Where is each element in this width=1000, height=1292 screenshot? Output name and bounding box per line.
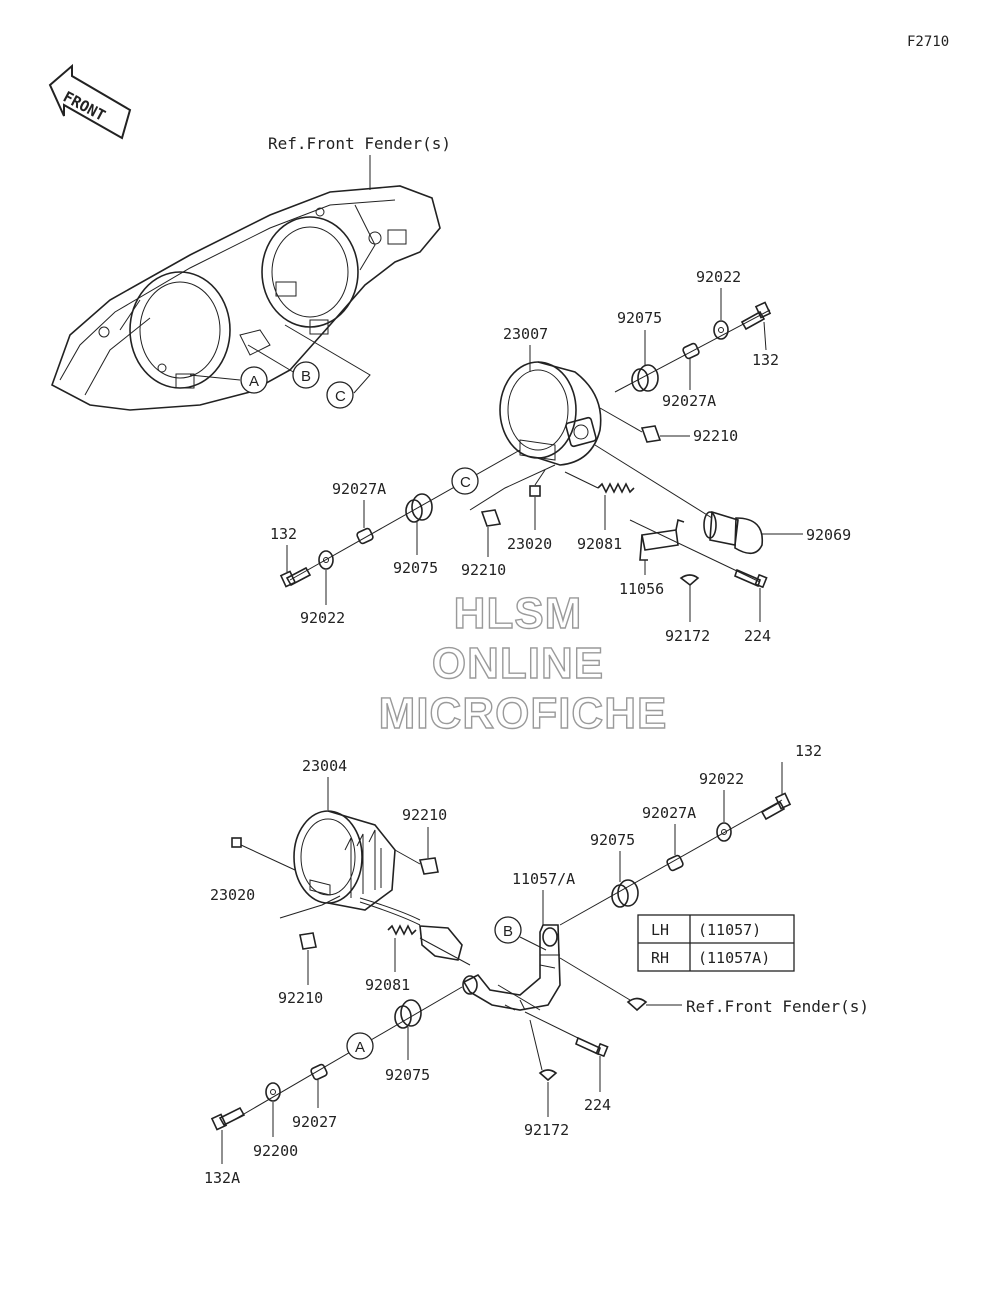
grommet-92075-lower-bottom xyxy=(394,999,422,1029)
svg-text:C: C xyxy=(335,388,346,405)
grommet-92075-lower-top xyxy=(611,879,639,908)
bolt-132-upper-right xyxy=(740,301,772,331)
label-92027A-upper-right: 92027A xyxy=(662,392,716,410)
watermark-line-1: HLSM xyxy=(454,589,583,638)
washer-92200-lower-bottom xyxy=(265,1082,281,1102)
svg-text:B: B xyxy=(503,923,513,940)
bolt-132-upper-left xyxy=(279,566,312,588)
nut-23020-lower xyxy=(231,837,242,848)
washer-92022-upper-left xyxy=(318,550,334,570)
svg-text:B: B xyxy=(301,368,311,385)
label-92022-lower-top: 92022 xyxy=(699,770,744,788)
svg-text:A: A xyxy=(249,373,259,390)
label-92210-lower-bottom: 92210 xyxy=(278,989,323,1007)
label-92172-upper: 92172 xyxy=(665,627,710,645)
headlight-unit-23007 xyxy=(499,361,602,466)
screw-224-lower xyxy=(575,1036,609,1058)
watermark: HLSM ONLINE MICROFICHE xyxy=(378,588,668,738)
nut-23020-upper xyxy=(529,485,541,497)
collar-92027-lower-bottom xyxy=(310,1063,328,1081)
bulb-92069 xyxy=(703,510,764,555)
watermark-line-3: MICROFICHE xyxy=(379,689,668,738)
label-92075-lower-bottom: 92075 xyxy=(385,1066,430,1084)
label-92200-lower-bottom: 92200 xyxy=(253,1142,298,1160)
grommet-92075-upper-left xyxy=(405,493,433,523)
label-92027-lower-bottom: 92027 xyxy=(292,1113,337,1131)
clip-92210-lower-top xyxy=(418,857,439,875)
label-92172-lower: 92172 xyxy=(524,1121,569,1139)
bracket-11056 xyxy=(639,518,685,561)
table-side-lh: LH xyxy=(651,921,669,939)
label-224-lower: 224 xyxy=(584,1096,611,1114)
clip-92210-upper-right xyxy=(640,425,662,443)
table-part-rh: (11057A) xyxy=(698,949,770,967)
clip-92210-upper-left xyxy=(480,509,502,527)
collar-92027A-lower-top xyxy=(666,854,684,872)
label-132A-lower-bottom: 132A xyxy=(204,1169,240,1187)
rivet-92172-lower xyxy=(538,1069,558,1082)
fastener-ref-fender-lower xyxy=(626,997,648,1012)
label-23020-upper: 23020 xyxy=(507,535,552,553)
grommet-92075-upper-right xyxy=(631,364,659,392)
bolt-132A-lower-bottom xyxy=(210,1106,246,1131)
label-92022-upper-left: 92022 xyxy=(300,609,345,627)
bracket-11057-a xyxy=(462,924,561,1011)
label-92081-upper: 92081 xyxy=(577,535,622,553)
front-arrow-icon: FRONT xyxy=(48,63,132,140)
label-92210-upper-left: 92210 xyxy=(461,561,506,579)
callout-c-mid: C xyxy=(451,467,479,495)
callout-a-top: A xyxy=(240,366,268,394)
callout-b-lower: B xyxy=(494,916,522,944)
callout-b-top: B xyxy=(292,361,320,389)
label-92210-lower-top: 92210 xyxy=(402,806,447,824)
callout-c-top: C xyxy=(326,381,354,409)
rivet-92172-upper xyxy=(679,574,700,587)
screw-224-upper xyxy=(734,568,768,589)
table-part-lh: (11057) xyxy=(698,921,761,939)
watermark-line-2: ONLINE xyxy=(432,639,604,688)
label-132-upper-right: 132 xyxy=(752,351,779,369)
table-side-rh: RH xyxy=(651,949,669,967)
front-fender-housing xyxy=(51,185,441,411)
label-92022-upper-right: 92022 xyxy=(696,268,741,286)
label-92075-upper-left: 92075 xyxy=(393,559,438,577)
label-23007: 23007 xyxy=(503,325,548,343)
label-23020-lower: 23020 xyxy=(210,886,255,904)
collar-92027A-upper-right xyxy=(682,342,700,360)
svg-text:A: A xyxy=(355,1039,365,1056)
connector-icon xyxy=(419,925,463,961)
label-92075-upper-right: 92075 xyxy=(617,309,662,327)
label-92075-lower-top: 92075 xyxy=(590,831,635,849)
ref-front-fender-bottom: Ref.Front Fender(s) xyxy=(686,997,869,1016)
collar-92027A-upper-left xyxy=(356,527,374,545)
label-92069: 92069 xyxy=(806,526,851,544)
washer-92022-upper-right xyxy=(713,320,729,340)
ref-front-fender-top: Ref.Front Fender(s) xyxy=(268,134,451,153)
led-light-unit-23004 xyxy=(293,810,396,911)
washer-92022-lower-top xyxy=(716,822,732,842)
label-132-upper-left: 132 xyxy=(270,525,297,543)
label-11057-a: 11057/A xyxy=(512,870,575,888)
label-11056: 11056 xyxy=(619,580,664,598)
clip-92210-lower-bottom xyxy=(299,932,317,950)
figure-id: F2710 xyxy=(907,34,949,50)
spring-92081-upper xyxy=(597,482,635,494)
bolt-132-lower-top xyxy=(760,792,792,821)
label-92210-upper-right: 92210 xyxy=(693,427,738,445)
label-23004: 23004 xyxy=(302,757,347,775)
label-224-upper: 224 xyxy=(744,627,771,645)
side-table: LH (11057) RH (11057A) xyxy=(637,914,795,972)
label-92027A-lower-top: 92027A xyxy=(642,804,696,822)
label-92081-lower: 92081 xyxy=(365,976,410,994)
svg-text:C: C xyxy=(460,474,471,491)
spring-92081-lower xyxy=(387,924,417,936)
label-132-lower-top: 132 xyxy=(795,742,822,760)
callout-a-lower: A xyxy=(346,1032,374,1060)
label-92027A-upper-left: 92027A xyxy=(332,480,386,498)
